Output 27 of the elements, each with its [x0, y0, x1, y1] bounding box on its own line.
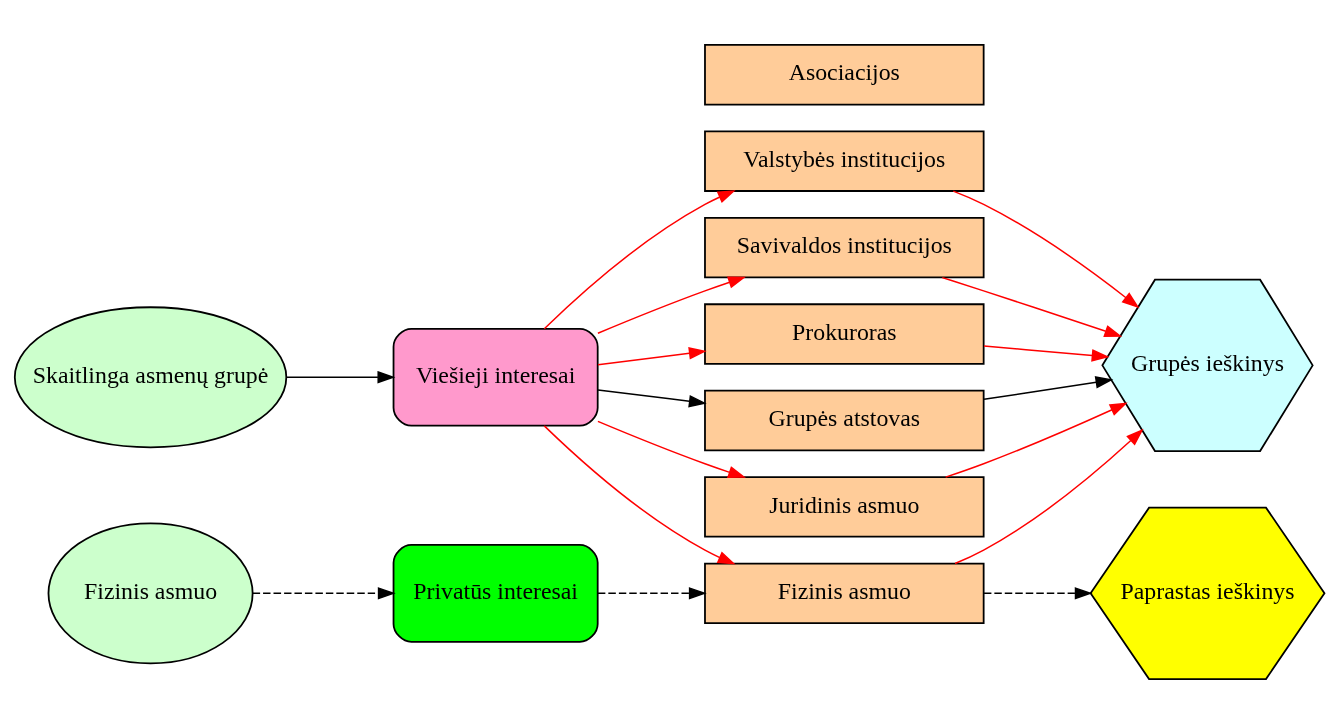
node-ellipse: Fizinis asmuo	[47, 522, 254, 665]
node-box: Juridinis asmuo	[704, 476, 985, 538]
node-box: Grupės atstovas	[704, 389, 985, 452]
arrow	[543, 425, 736, 565]
arrow	[597, 587, 707, 600]
node-box: Valstybės institucijos	[704, 130, 985, 192]
node-box: Privatūs interesai	[392, 544, 599, 643]
arrow	[983, 587, 1093, 600]
arrow	[252, 587, 396, 600]
arrow	[285, 371, 396, 384]
node-box: Prokuroras	[704, 303, 985, 365]
node-box: Viešieji interesai	[392, 327, 599, 427]
arrow	[952, 190, 1140, 309]
node-box: Fizinis asmuo	[704, 562, 985, 625]
node-box: Savivaldos institucijos	[704, 216, 985, 279]
arrow	[944, 402, 1128, 478]
arrow	[543, 190, 736, 330]
arrow	[954, 428, 1144, 565]
arrow	[597, 420, 746, 479]
node-box: Asociacijos	[704, 44, 985, 106]
arrow	[983, 376, 1114, 401]
arrow	[941, 276, 1123, 338]
node-ellipse: Skaitlinga asmenų grupė	[13, 306, 288, 449]
arrow	[597, 347, 707, 366]
arrow	[597, 389, 707, 408]
arrow	[597, 276, 746, 334]
arrow	[983, 345, 1110, 362]
